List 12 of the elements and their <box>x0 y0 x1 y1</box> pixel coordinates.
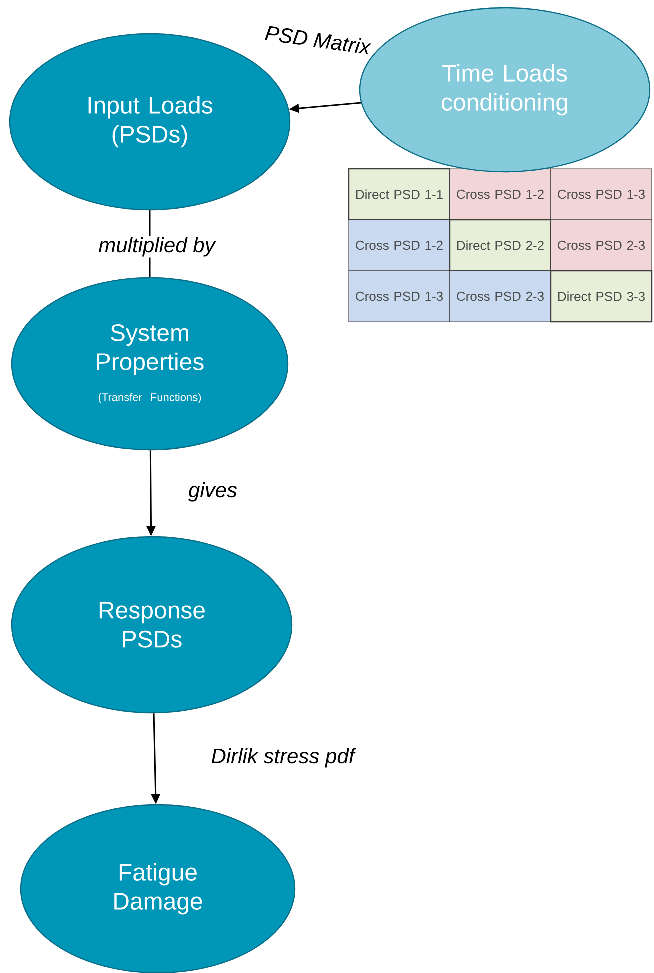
table-cell: Direct PSD 2-2 <box>449 219 552 272</box>
table-cell: Cross PSD 1-3 <box>348 270 450 322</box>
table-cell: Direct PSD 3-3 <box>550 270 653 323</box>
table-cell: Cross PSD 2-3 <box>550 220 652 272</box>
table-cell: Cross PSD 2-3 <box>450 270 552 322</box>
table-cell: Direct PSD 1-1 <box>348 168 451 221</box>
table-cell: Cross PSD 1-2 <box>348 220 450 272</box>
edge-label: gives <box>188 481 239 503</box>
edge-label: Dirlik stress pdf <box>210 747 357 769</box>
table-cell: Cross PSD 1-2 <box>450 168 552 220</box>
edge-label: multiplied by <box>98 236 216 258</box>
table-cell: Cross PSD 1-3 <box>550 168 652 220</box>
